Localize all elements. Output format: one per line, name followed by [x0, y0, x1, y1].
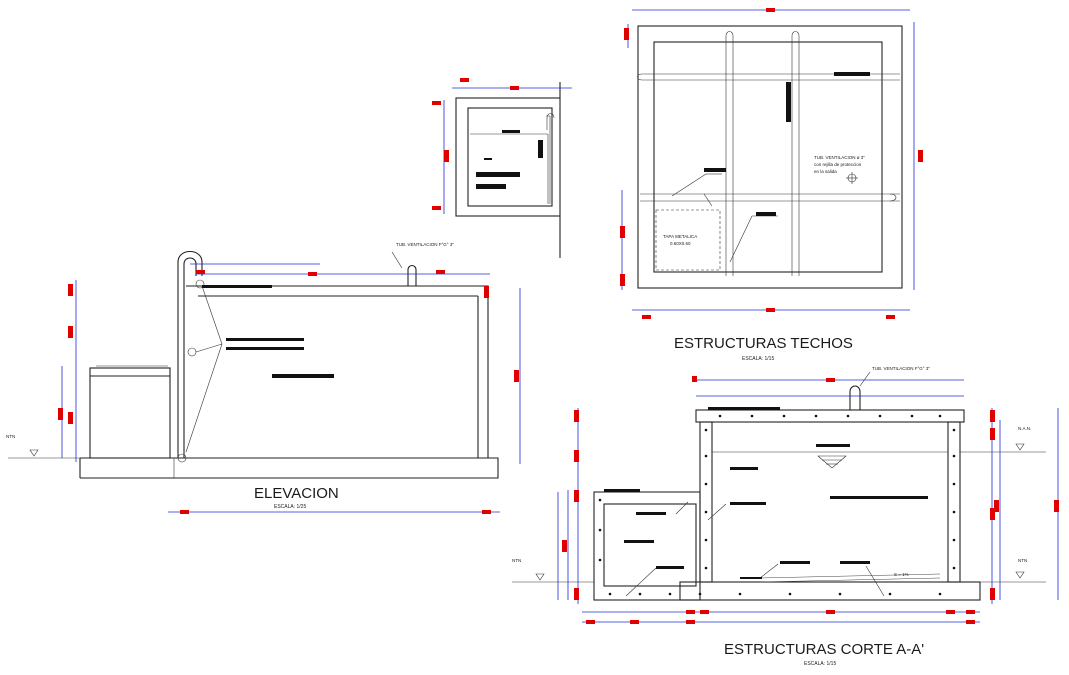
ntn-left-label: NTN: [512, 558, 521, 563]
roof-view-scale: ESCALA: 1/15: [742, 356, 774, 362]
section-view-scale: ESCALA: 1/15: [804, 661, 836, 667]
section-pipe-label: TUB. VENTILACION F°G° 3": [872, 366, 930, 371]
section-view-title: ESTRUCTURAS CORTE A-A': [724, 641, 924, 658]
small-plan-view: [432, 78, 572, 258]
roof-view-title: ESTRUCTURAS TECHOS: [674, 335, 853, 352]
roof-plan-view: TAPA METALICA 0.60X0.60 TUB. VENTILACION…: [620, 8, 923, 319]
elevation-view-title: ELEVACION: [254, 485, 339, 502]
vent-note-1: TUB. VENTILACION ø 3": [814, 155, 865, 160]
elevation-view: TUB. VENTILACION F°G° 3" NTN: [6, 242, 521, 514]
elevation-ntn-label: NTN: [6, 434, 15, 439]
vent-note-3: en la salida: [814, 169, 837, 174]
elevation-view-scale: ESCALA: 1/25: [274, 504, 306, 510]
lid-label-2: 0.60X0.60: [670, 241, 691, 246]
slope-label: S = 1%: [894, 572, 909, 577]
elevation-pipe-label: TUB. VENTILACION F°G° 3": [396, 242, 454, 247]
section-view: S = 1% TUB. VE: [512, 366, 1059, 624]
lid-label-1: TAPA METALICA: [663, 234, 697, 239]
vent-note-2: con rejilla de proteccion: [814, 162, 862, 167]
ntn-right-label: NTN: [1018, 558, 1027, 563]
nan-label: N.A.N.: [1018, 426, 1031, 431]
